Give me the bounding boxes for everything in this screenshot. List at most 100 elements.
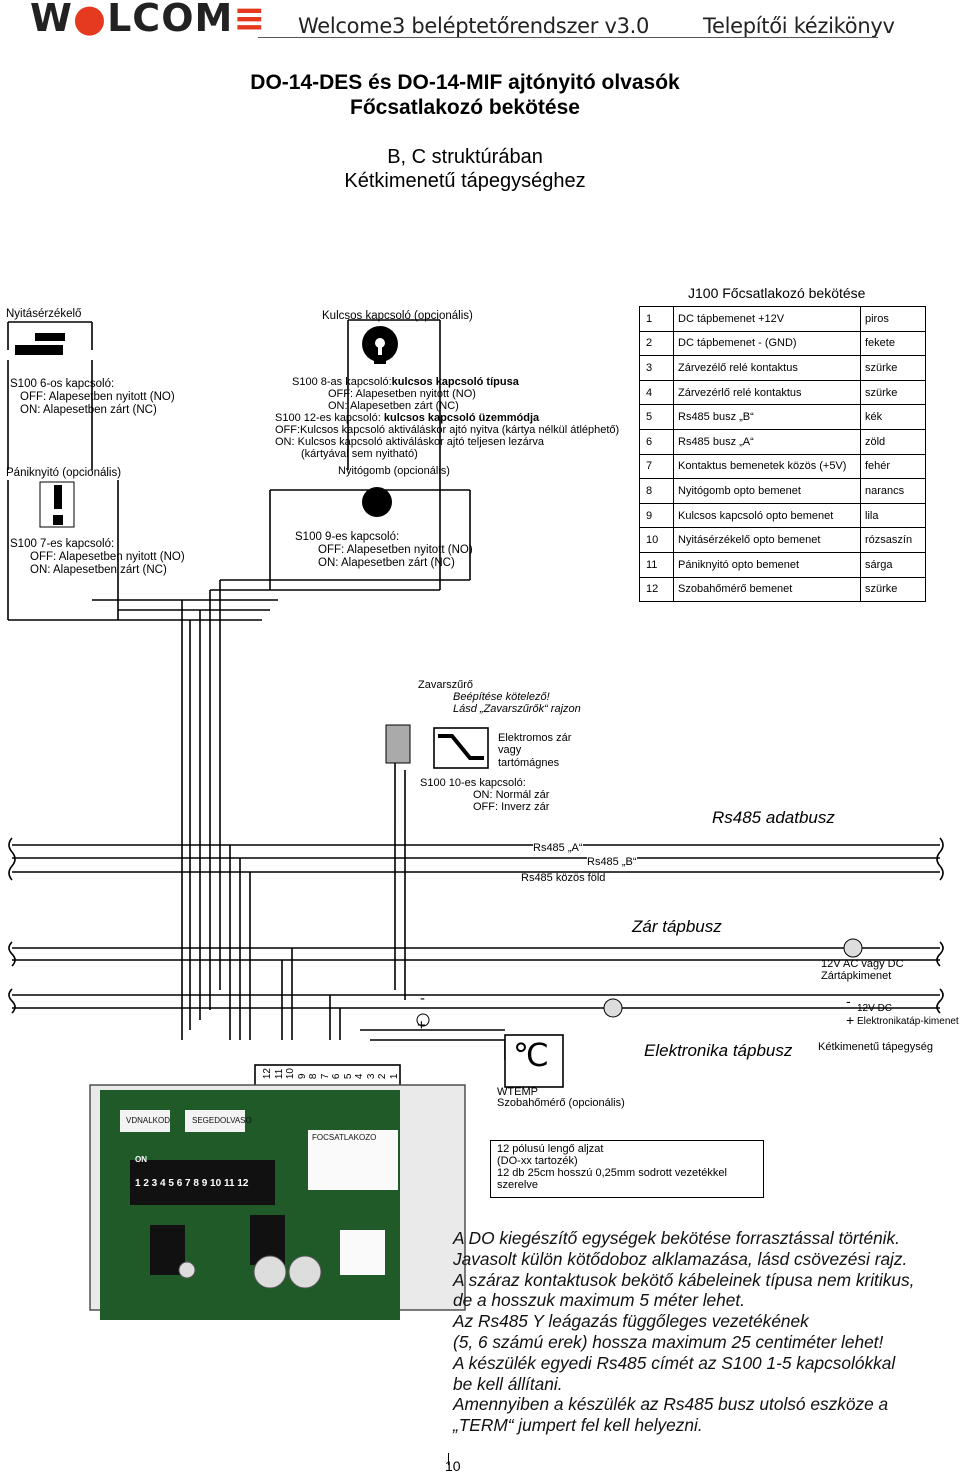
installation-notes: A DO kiegészítő egységek bekötése forras…	[453, 1228, 914, 1436]
j100-cell-n: 5	[639, 404, 674, 430]
s9-off: OFF: Alapesetben nyitott (NO)	[318, 544, 473, 556]
note-line: be kell állítani.	[453, 1373, 563, 1394]
psu-ac-label: 12V AC vagy DC	[821, 958, 904, 970]
j100-cell-n: 7	[639, 453, 674, 480]
connector-pin: 6	[331, 1073, 342, 1080]
note-line: Amennyiben a készülék az Rs485 busz utol…	[453, 1394, 889, 1415]
psu-name: Kétkimenetű tápegység	[818, 1041, 933, 1053]
psu-plus: +	[846, 1012, 855, 1028]
s12-on: ON: Kulcsos kapcsoló aktiváláskor ajtó t…	[275, 436, 545, 448]
psu-dc-label-2: Elektronikatáp-kimenet	[857, 1016, 959, 1027]
lock-label-3: tartómágnes	[498, 757, 560, 769]
connector-pin: 2	[377, 1073, 388, 1080]
page-divider	[448, 1453, 449, 1465]
door-sensor-magnet-icon	[15, 345, 63, 355]
j100-cell-n: 1	[639, 306, 674, 332]
pcb-segedolvaso: SEGEDOLVASO	[192, 1116, 252, 1125]
s6-on: ON: Alapesetben zárt (NC)	[20, 404, 157, 416]
page-subtitle: B, C struktúrában	[387, 146, 543, 168]
j100-cell-n: 9	[639, 502, 674, 529]
note-line: A DO kiegészítő egységek bekötése forras…	[453, 1228, 900, 1248]
pcb-on: ON	[135, 1155, 147, 1164]
psu-minus: -	[846, 993, 851, 1009]
j100-cell-n: 11	[639, 551, 674, 578]
s6-off: OFF: Alapesetben nyitott (NO)	[20, 391, 175, 403]
note-line: A készülék egyedi Rs485 címét az S100 1-…	[453, 1352, 896, 1373]
door-sensor-label: Nyitásérzékelő	[6, 308, 82, 320]
s8-on: ON: Alapesetben zárt (NC)	[328, 400, 459, 412]
j100-cell-n: 4	[639, 379, 674, 406]
j100-cell-desc: DC tápbemenet - (GND)	[673, 330, 861, 357]
j100-cell-desc: Zárvezélő relé kontaktus	[673, 355, 861, 381]
welcome-logo: W●LCOM≡	[30, 0, 267, 40]
header-divider	[258, 37, 878, 38]
rs485-gnd-label: Rs485 közös föld	[521, 872, 606, 884]
document-type: Telepítői kézikönyv	[703, 14, 895, 38]
pcb-dip-numbers: 1 2 3 4 5 6 7 8 9 10 11 12	[135, 1178, 249, 1189]
j100-cell-desc: Pániknyitó opto bemenet	[673, 551, 861, 578]
j100-cell-color: lila	[860, 502, 926, 529]
j100-cell-color: kék	[860, 404, 926, 430]
j100-cell-desc: Nyitógomb opto bemenet	[673, 478, 861, 504]
j100-cell-color: narancs	[860, 478, 926, 504]
j100-cell-desc: Rs485 busz „B“	[673, 404, 861, 430]
lock-bus-label: Zár tápbusz	[632, 917, 722, 936]
filter-required: Beépítése kötelező!	[453, 691, 550, 703]
s8-off: OFF: Alapesetben nyitott (NO)	[328, 388, 476, 400]
pcb-focsatlakozo: FOCSATLAKOZO	[312, 1133, 377, 1142]
j100-cell-color: piros	[860, 306, 926, 332]
connector-pin: 11	[273, 1068, 285, 1080]
s8-title: S100 8-as kapcsoló:kulcsos kapcsoló típu…	[292, 376, 519, 388]
s12-off: OFF:Kulcsos kapcsoló aktiváláskor ajtó n…	[275, 424, 620, 436]
s7-title: S100 7-es kapcsoló:	[10, 538, 115, 550]
connector-info-box: 12 pólusú lengő aljzat (DO-xx tartozék) …	[490, 1140, 764, 1198]
key-switch-label: Kulcsos kapcsoló (opcionális)	[322, 310, 473, 322]
j100-cell-n: 6	[639, 428, 674, 455]
connector-pin: 5	[342, 1073, 354, 1080]
s12-on-cont: (kártyával sem nyitható)	[301, 448, 418, 460]
note-line: (5, 6 számú erek) hossza maximum 25 cent…	[453, 1331, 884, 1352]
lock-label-1: Elektromos zár	[498, 732, 572, 744]
filter-label: Zavarszűrő	[418, 679, 474, 691]
j100-table-title: J100 Főcsatlakozó bekötése	[688, 285, 866, 301]
pcb-vdnalkod: VDNALKOD	[126, 1116, 171, 1125]
connector-pin: 4	[354, 1073, 365, 1080]
note-line: de a hosszuk maximum 5 méter lehet.	[453, 1290, 745, 1311]
j100-cell-color: szürke	[860, 576, 926, 603]
j100-cell-desc: Nyitásérzékelő opto bemenet	[673, 527, 861, 553]
connector-pin: 10	[285, 1068, 296, 1080]
s10-title: S100 10-es kapcsoló:	[420, 777, 526, 789]
j100-cell-color: rózsaszín	[860, 527, 926, 553]
j100-cell-color: szürke	[860, 355, 926, 381]
rs485-a-label: Rs485 „A“	[533, 842, 583, 854]
thermometer-icon: ℃	[513, 1036, 549, 1074]
s7-off: OFF: Alapesetben nyitott (NO)	[30, 551, 185, 563]
connector-pin: 3	[365, 1073, 377, 1080]
minus-sign: -	[420, 990, 425, 1007]
s7-on: ON: Alapesetben zárt (NC)	[30, 564, 167, 576]
psu-ac-label-2: Zártápkimenet	[821, 970, 892, 982]
j100-cell-desc: DC tápbemenet +12V	[673, 306, 861, 332]
s6-title: S100 6-os kapcsoló:	[10, 378, 115, 390]
page-number: 10	[445, 1458, 461, 1474]
note-line: Javasolt külön kötődoboz alklamazása, lá…	[453, 1248, 908, 1269]
wtemp-label-2: Szobahőmérő (opcionális)	[497, 1097, 625, 1109]
page-title-line2: Főcsatlakozó bekötése	[350, 96, 580, 119]
document-title: Welcome3 beléptetőrendszer v3.0	[298, 14, 650, 38]
note-line: „TERM“ jumpert fel kell helyezni.	[453, 1415, 703, 1436]
j100-cell-desc: Kulcsos kapcsoló opto bemenet	[673, 502, 861, 529]
rs485-bus-label: Rs485 adatbusz	[712, 808, 835, 827]
connector-pin: 9	[296, 1073, 308, 1080]
j100-cell-desc: Zárvezérlő relé kontaktus	[673, 379, 861, 406]
j100-cell-n: 2	[639, 330, 674, 357]
psu-dc-label: 12V DC	[857, 1003, 893, 1014]
